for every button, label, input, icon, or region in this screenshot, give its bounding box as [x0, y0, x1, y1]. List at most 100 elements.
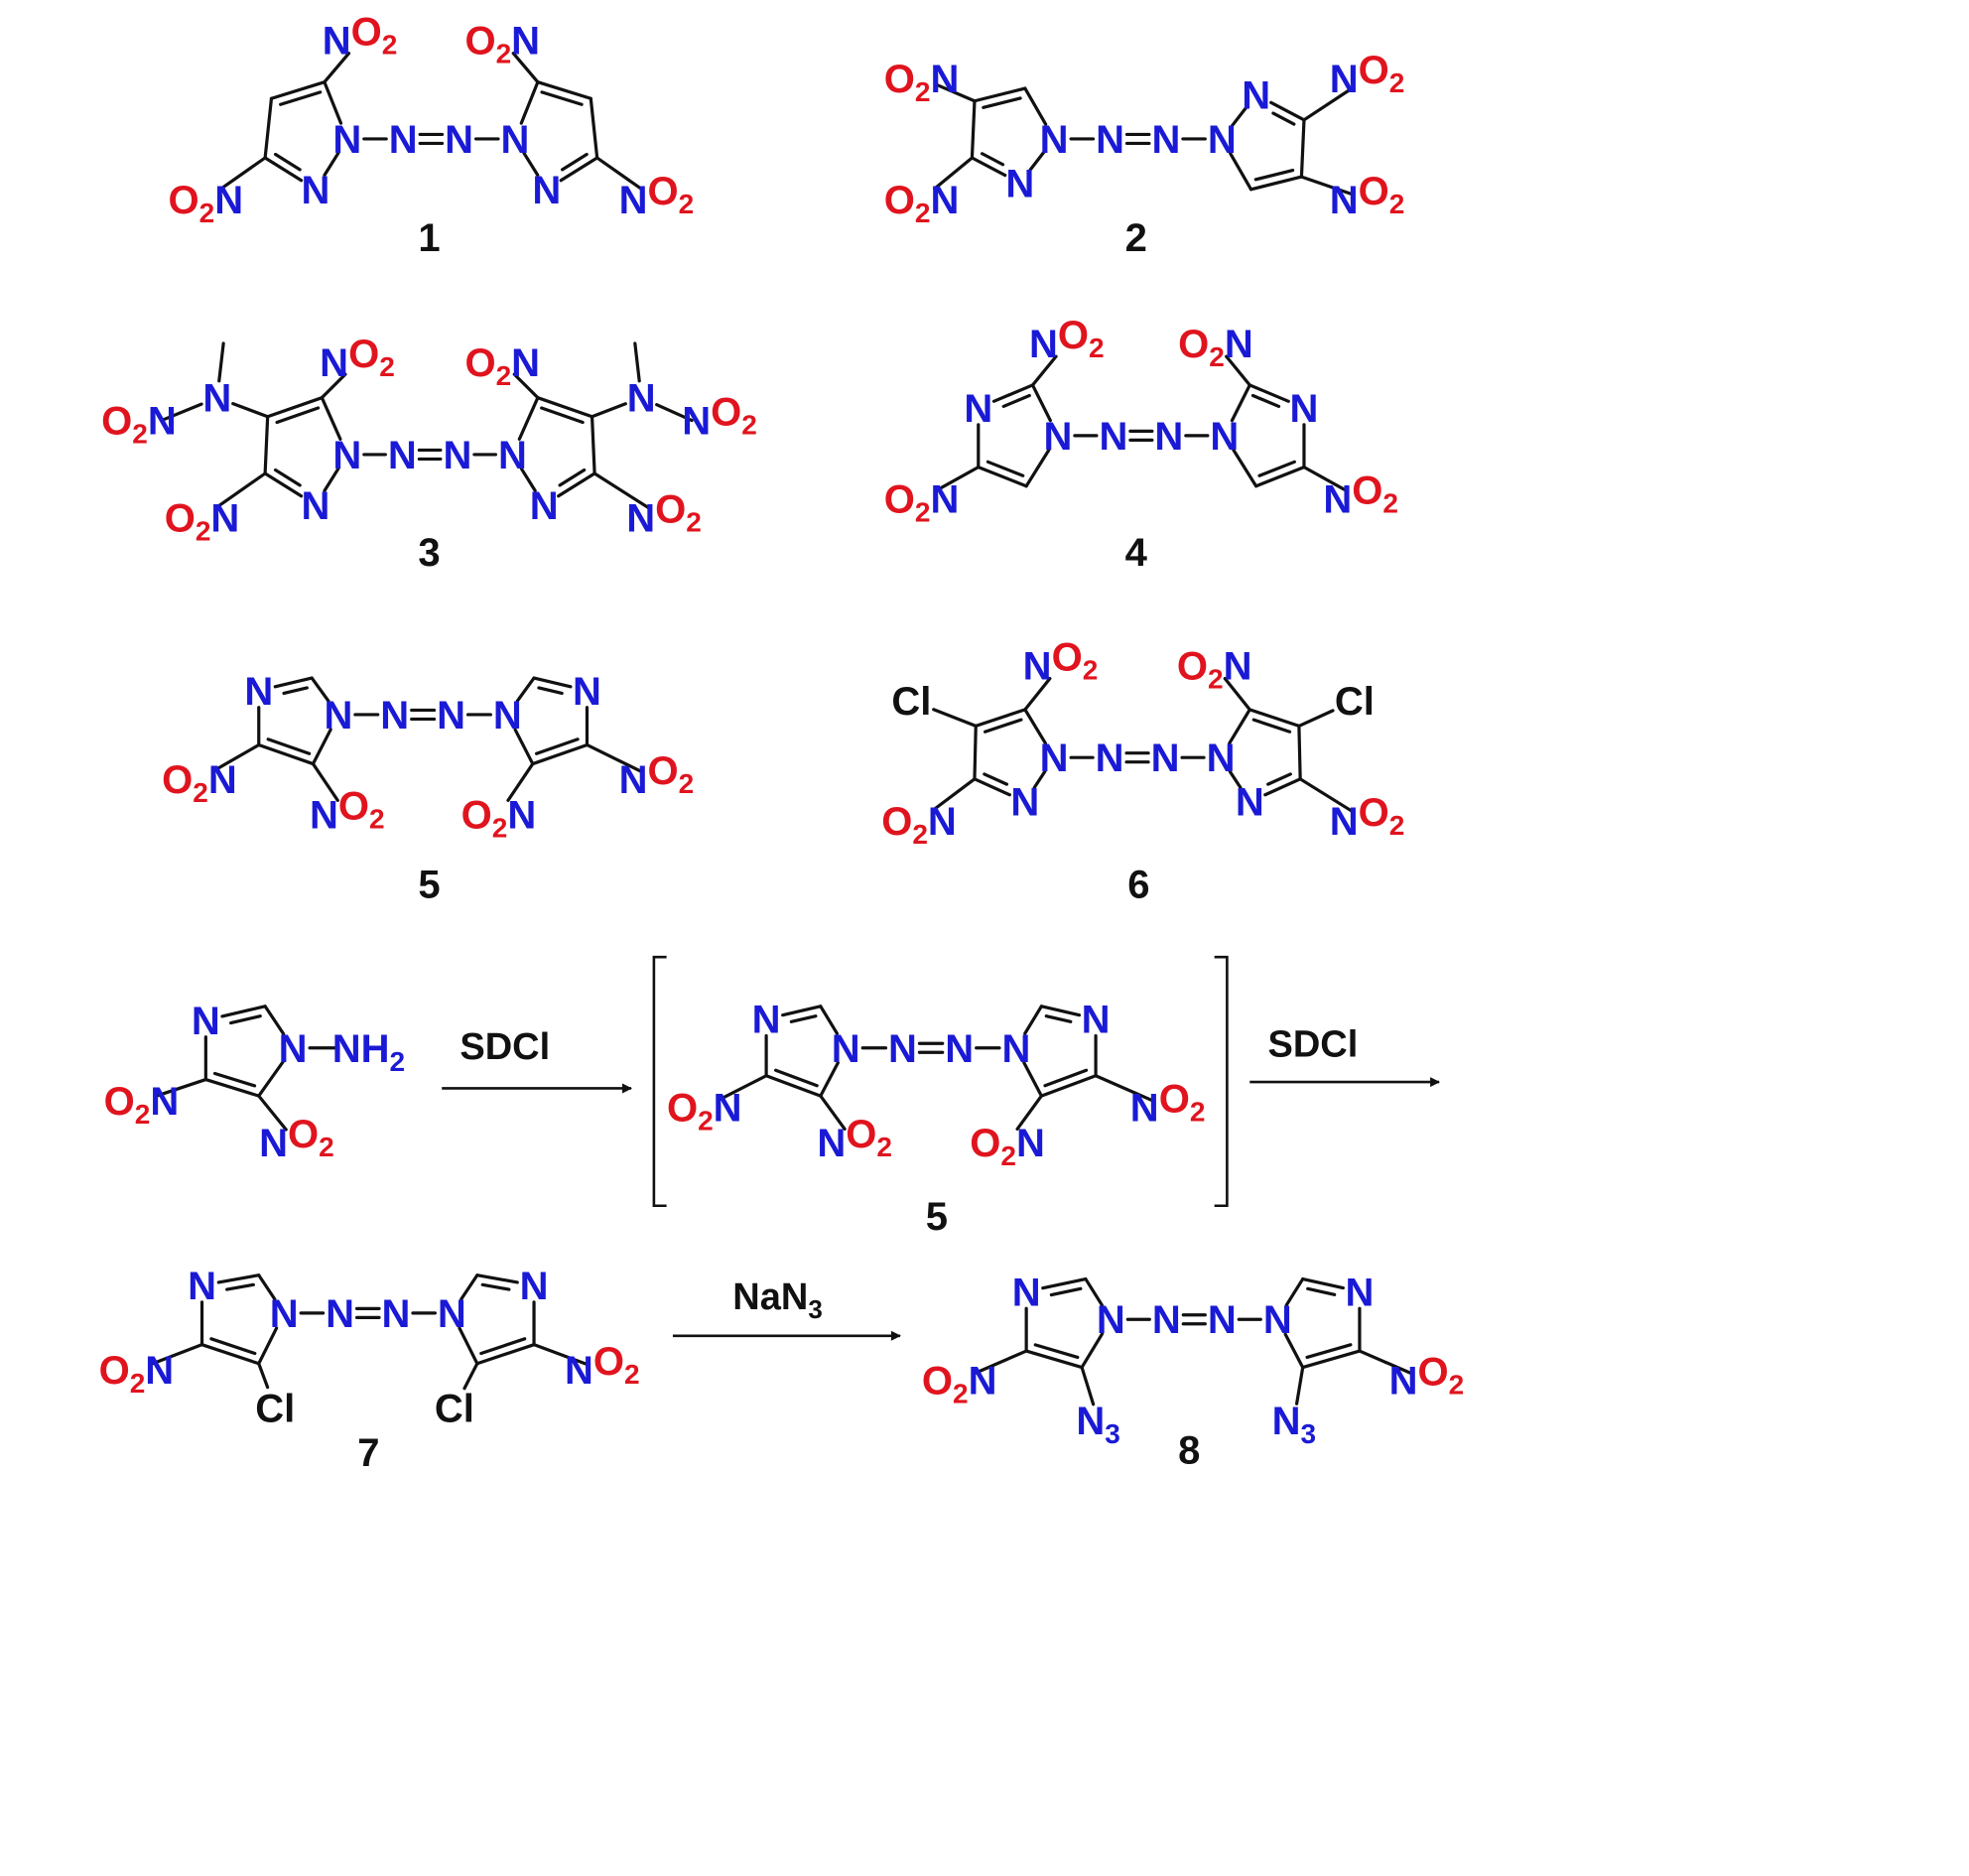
bond-line — [480, 1282, 511, 1291]
bond-line — [1253, 168, 1295, 182]
bond-line — [1247, 383, 1290, 403]
bond-line — [213, 471, 267, 510]
bond-line — [1305, 1343, 1353, 1360]
substituent-no2: NO2 — [619, 170, 695, 222]
bond-line — [1302, 85, 1355, 122]
bond-line — [561, 152, 589, 172]
bond-line — [1358, 1349, 1413, 1376]
bond-line — [781, 1005, 823, 1017]
substituent-no2: NO2 — [1023, 635, 1099, 688]
bond-line — [515, 676, 536, 703]
bond-line — [459, 1273, 479, 1301]
bond-line — [931, 777, 977, 813]
substituent-cl: Cl — [255, 1387, 295, 1430]
bond-line — [323, 151, 340, 177]
bond-line — [1229, 152, 1253, 192]
compound-number: 8 — [1178, 1428, 1200, 1472]
substituent-n3: N3 — [1272, 1400, 1316, 1449]
nitramine-n: N — [627, 377, 656, 421]
bond-line — [977, 466, 1028, 488]
bond-line — [1257, 460, 1296, 477]
bond-line — [1039, 1005, 1082, 1017]
bond-line — [1041, 1276, 1088, 1290]
bond-line — [1301, 1276, 1345, 1290]
substituent-no2: NO2 — [259, 1113, 334, 1165]
bond-line — [257, 1326, 279, 1366]
triazene-n: N — [1096, 118, 1124, 162]
substituent-o2n: O2N — [970, 1122, 1045, 1171]
triazene-n: N — [388, 434, 417, 477]
bond-line — [532, 1343, 589, 1366]
substituent-cl: Cl — [1335, 680, 1375, 724]
bond-line — [589, 96, 599, 160]
substituent-no2: NO2 — [1330, 170, 1405, 222]
substituent-o2n: O2N — [99, 1349, 175, 1399]
bond-line — [282, 686, 309, 696]
substituent-no2: NO2 — [310, 784, 385, 837]
bond-line — [1299, 175, 1354, 197]
ring-n2: N — [302, 169, 330, 212]
ring-n1: N — [332, 434, 361, 477]
ring-n1: N — [1040, 118, 1069, 162]
bond-line — [536, 396, 594, 419]
triazene-n: N — [888, 1027, 917, 1071]
bond-line — [217, 341, 225, 383]
bond-line — [1284, 1276, 1305, 1307]
bond-line — [991, 383, 1035, 403]
bond-line — [536, 80, 592, 100]
triazene-n: N — [945, 1027, 974, 1071]
bond-line — [462, 1362, 479, 1391]
bond-line — [1039, 1074, 1098, 1098]
bond-line — [1225, 354, 1251, 387]
bond-line — [323, 80, 343, 125]
bond-line — [1023, 677, 1052, 712]
substituent-o2n: O2N — [1178, 323, 1253, 372]
substituent-no2: NO2 — [626, 488, 702, 541]
substituent-cl: Cl — [891, 680, 931, 724]
substituent-no2: NO2 — [682, 391, 757, 444]
bond-line — [973, 777, 1011, 797]
bond-line — [592, 471, 652, 510]
triazene-n: N — [1154, 415, 1183, 459]
bond-line — [537, 686, 564, 696]
bond-line — [985, 460, 1025, 477]
bond-line — [932, 708, 978, 729]
reagent-sdcl: SDCl — [1267, 1024, 1358, 1066]
bond-line — [519, 80, 540, 125]
substituent-no2: NO2 — [320, 333, 395, 385]
substituent-o2n: O2N — [884, 477, 960, 527]
bond-line — [513, 728, 535, 766]
bond-line — [522, 151, 540, 177]
ring-n1: N — [1210, 415, 1239, 459]
bond-line — [1228, 708, 1251, 745]
bond-line — [320, 396, 342, 441]
bond-line — [1247, 708, 1301, 729]
substituent-n3: N3 — [1076, 1400, 1119, 1449]
bond-line — [266, 737, 312, 755]
ring-n2: N — [1010, 781, 1039, 825]
ring-n1: N — [438, 1292, 466, 1336]
substituent-o2n: O2N — [461, 793, 537, 843]
bond-line — [266, 396, 324, 419]
bond-line — [1033, 1343, 1080, 1360]
bond-line — [1024, 448, 1051, 488]
substituent-o2n: O2N — [922, 1359, 997, 1408]
reagent-sdcl: SDCl — [459, 1026, 550, 1068]
bond-line — [1023, 86, 1048, 126]
nitramine-n: N — [202, 377, 231, 421]
bond-line — [1015, 1094, 1044, 1132]
ring-n1: N — [270, 1292, 299, 1336]
bond-line — [155, 1077, 207, 1098]
bond-line — [1084, 1276, 1104, 1307]
triazene-n: N — [1152, 1298, 1181, 1342]
substituent-no2: NO2 — [323, 11, 398, 64]
substituent-o2n: O2N — [1177, 644, 1252, 694]
triazene-n: N — [1208, 1298, 1237, 1342]
substituent-nh2: NH2 — [332, 1027, 405, 1077]
bond-line — [273, 676, 314, 689]
bond-line — [257, 742, 316, 766]
bond-line — [933, 156, 975, 191]
bond-line — [970, 156, 1007, 178]
bond-line — [1306, 1286, 1337, 1296]
